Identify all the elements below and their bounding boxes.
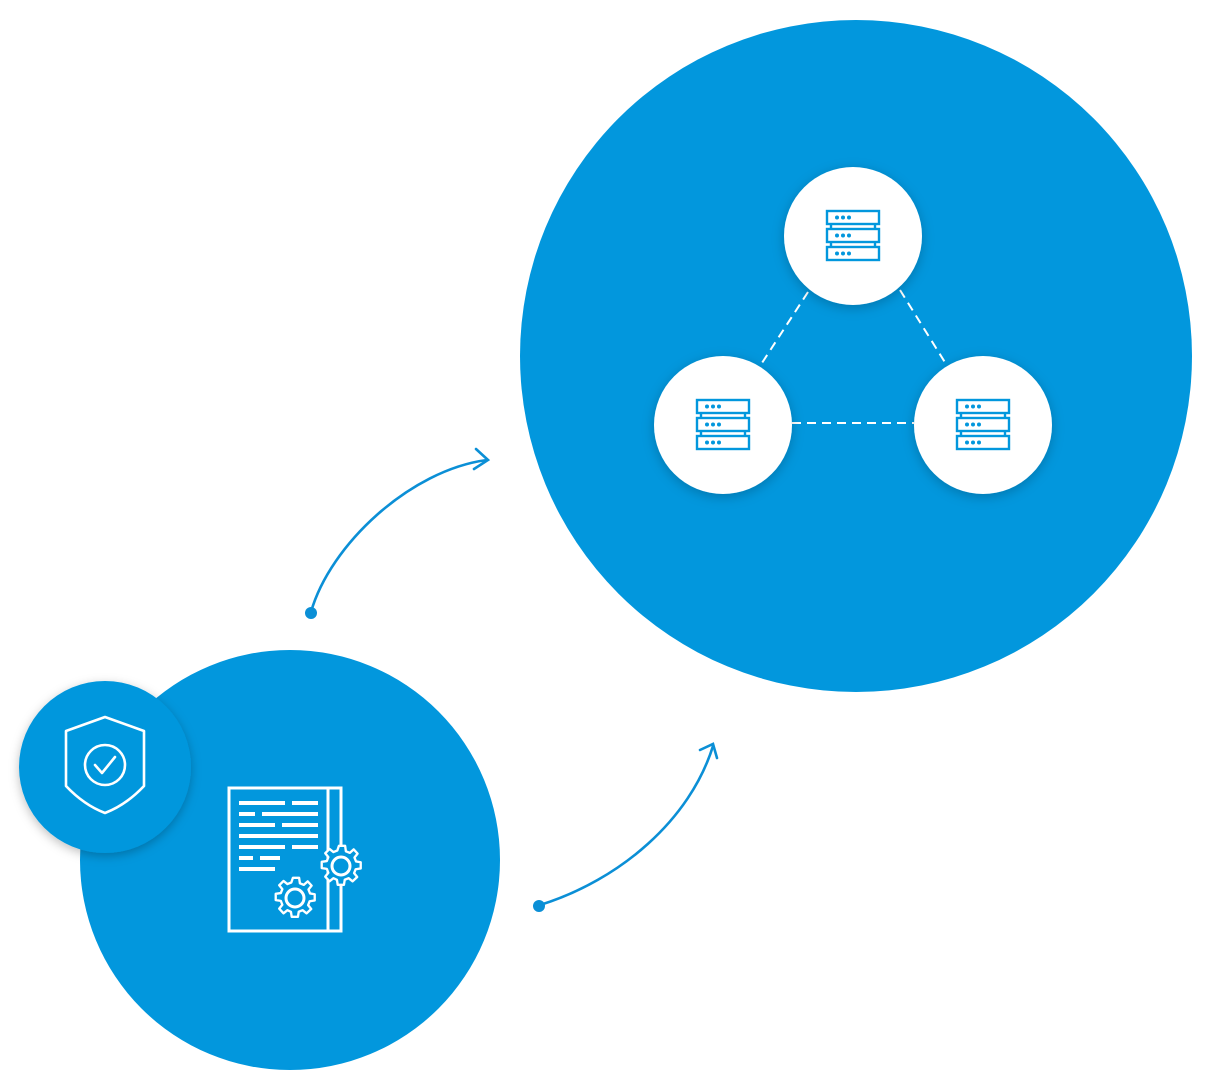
gear-icon (274, 876, 317, 919)
server-node-top (784, 167, 922, 305)
server-node-left (654, 356, 792, 494)
document-text-lines (239, 801, 318, 871)
gear-icon (320, 844, 363, 887)
shield-badge (19, 681, 191, 853)
server-node-right (914, 356, 1052, 494)
cluster-links (759, 289, 947, 424)
cluster-circle (520, 20, 1192, 692)
arrow-lower (533, 742, 719, 912)
shield-check-icon (64, 715, 146, 815)
config-document-gears-icon (227, 786, 363, 933)
arrow-upper (305, 447, 491, 619)
